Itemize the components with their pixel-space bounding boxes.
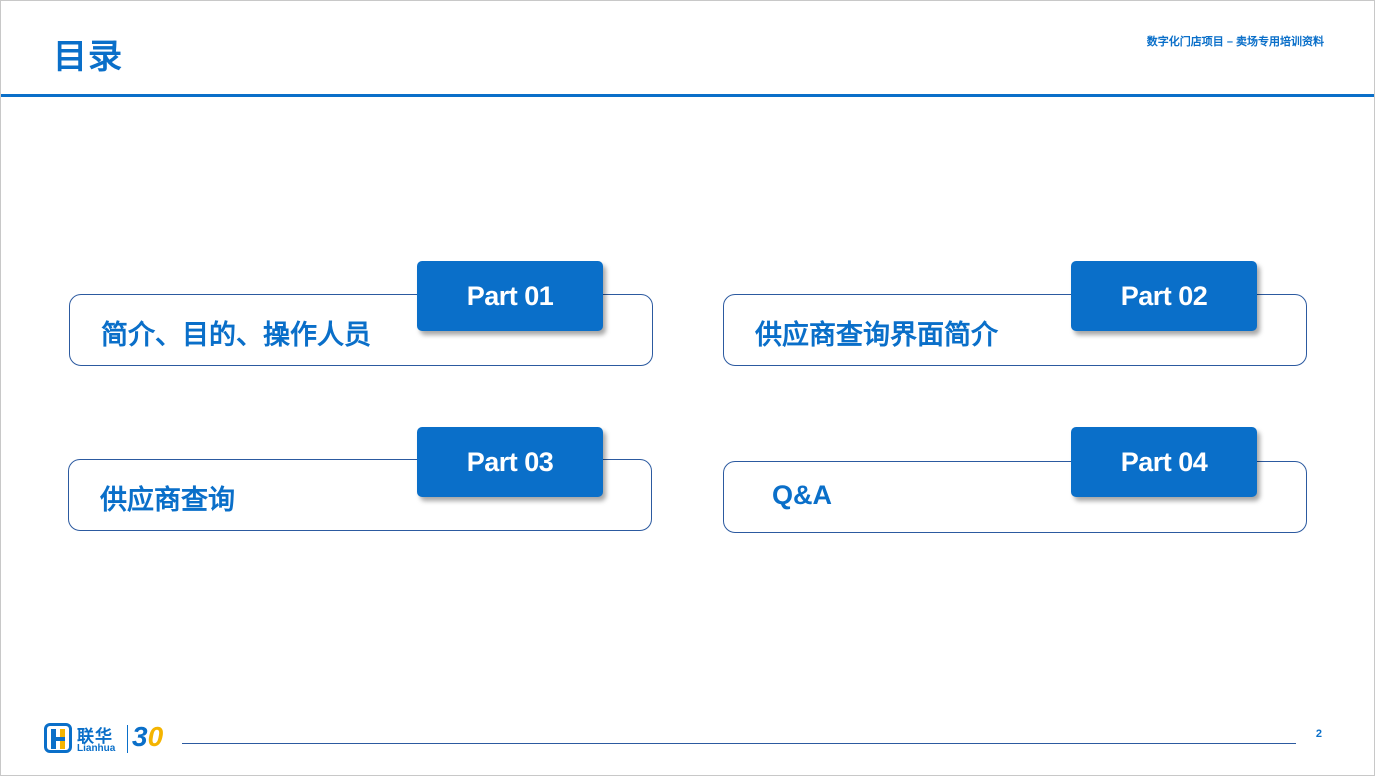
toc-item-label: 供应商查询界面简介: [755, 320, 998, 350]
header-subtitle: 数字化门店项目 – 卖场专用培训资料: [1146, 36, 1324, 48]
footer-divider: [182, 743, 1296, 744]
header-divider: [1, 94, 1374, 97]
toc-item-label: 简介、目的、操作人员: [101, 320, 371, 350]
toc-part-badge-4[interactable]: Part 04: [1071, 427, 1257, 497]
toc-part-badge-3[interactable]: Part 03: [417, 427, 603, 497]
logo-divider: [127, 725, 128, 753]
logo-name: 联华: [77, 727, 113, 746]
toc-item-label: 供应商查询: [100, 485, 235, 515]
page-number: 2: [1315, 728, 1322, 740]
toc-part-badge-2[interactable]: Part 02: [1071, 261, 1257, 331]
toc-part-badge-1[interactable]: Part 01: [417, 261, 603, 331]
logo-english-name: Lianhua: [77, 743, 116, 754]
logo-mark-icon: [44, 723, 72, 753]
lianhua-logo: 联华 Lianhua 30: [44, 721, 184, 757]
page-title: 目录: [53, 38, 123, 76]
anniversary-30-logo: 30: [132, 721, 164, 752]
toc-item-label: Q&A: [772, 480, 832, 510]
